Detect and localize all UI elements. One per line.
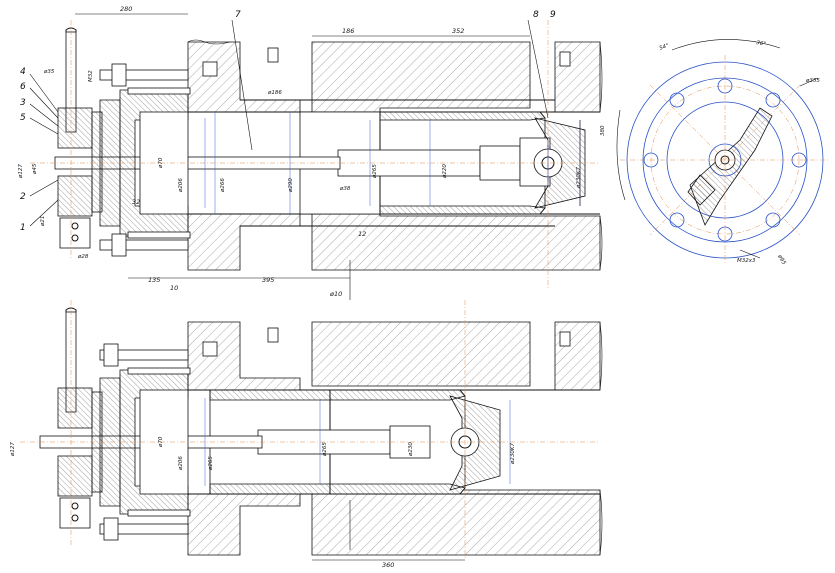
dim-352: 352: [452, 27, 464, 35]
flange-dim-m32x3: M32x3: [737, 258, 756, 264]
position-label-2: 2: [20, 192, 26, 202]
section-b: ø127 ø70 ø206 ø265 ø265 ø230 ø230K7 360: [10, 300, 603, 569]
dim-280: 280: [120, 5, 132, 13]
dim-m32: M32: [88, 70, 94, 82]
dim-10a: 10: [170, 284, 178, 292]
position-label-6: 6: [20, 82, 26, 92]
dim-b-phi230k7: ø230K7: [510, 443, 516, 465]
flange-dim-phi95: ø95: [776, 253, 787, 266]
dim-phi28: ø28: [77, 254, 89, 260]
flange-view: 54° 36° ø355 380 M32x3 ø95: [600, 39, 830, 266]
dim-phi45: ø45: [32, 163, 38, 175]
dim-phi265: ø265: [372, 164, 378, 179]
flange-angle-54: 54°: [659, 43, 670, 52]
position-label-9: 9: [550, 10, 556, 20]
position-label-5: 5: [20, 113, 26, 123]
dim-phi220: ø220: [442, 164, 448, 179]
dim-phi38: ø38: [339, 186, 351, 192]
dim-b-phi265b: ø265: [322, 442, 328, 457]
dim-186: 186: [342, 27, 354, 35]
position-label-3: 3: [20, 98, 26, 108]
flange-dim-380: 380: [600, 125, 606, 136]
dim-phi206: ø206: [178, 178, 184, 193]
position-label-4: 4: [20, 67, 26, 77]
position-label-8: 8: [533, 10, 539, 20]
dim-b-phi230: ø230: [408, 442, 414, 457]
dim-phi35: ø35: [43, 69, 55, 75]
dim-phi290: ø290: [288, 178, 294, 193]
dim-12: 12: [358, 230, 366, 238]
dim-phi266: ø266: [220, 178, 226, 193]
dim-phi127: ø127: [18, 164, 24, 179]
dim-b-phi127: ø127: [10, 442, 16, 457]
dim-135: 135: [148, 276, 160, 284]
position-label-7: 7: [235, 10, 241, 20]
dim-phi230k7: ø230K7: [576, 167, 582, 189]
dim-phi186: ø186: [267, 90, 282, 96]
flange-angle-36: 36°: [756, 40, 767, 48]
section-a: 280 186 352 135 395 10 ø10 32 12 ø35 M32…: [18, 5, 603, 300]
dim-b-phi265a: ø265: [208, 456, 214, 471]
flange-dim-phi355: ø355: [805, 78, 820, 84]
dim-phi70: ø70: [158, 157, 164, 169]
dim-b-360: 360: [382, 561, 394, 569]
dim-32: 32: [132, 198, 140, 206]
dim-phi21: ø21: [40, 216, 46, 227]
dim-b-phi70: ø70: [158, 436, 164, 448]
dim-b-phi206: ø206: [178, 456, 184, 471]
dim-395: 395: [262, 276, 274, 284]
position-label-1: 1: [20, 223, 26, 233]
dim-10b: ø10: [329, 290, 342, 298]
